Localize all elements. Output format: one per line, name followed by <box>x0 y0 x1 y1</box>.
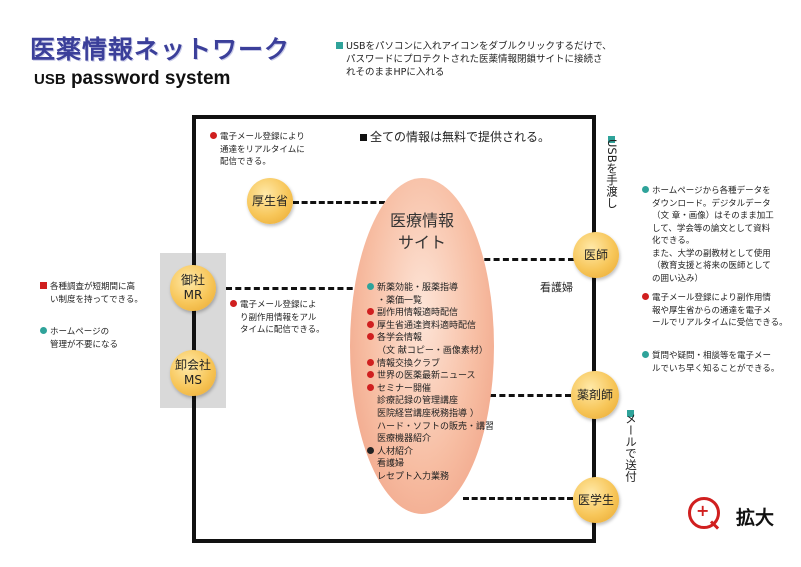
connector-mr <box>226 287 362 290</box>
page-subtitle: USB password system <box>34 68 230 90</box>
red-dot-bullet <box>210 132 217 139</box>
teal-dot-bullet <box>642 351 649 358</box>
connector-pharmacist <box>490 394 571 397</box>
red-dot-bullet <box>367 333 374 341</box>
red-dot-bullet <box>367 358 374 366</box>
site-list-item: レセプト入力業務 <box>377 471 450 482</box>
teal-square-bullet <box>336 42 343 49</box>
red-square-bullet <box>40 282 47 289</box>
connector-doctor <box>475 258 574 261</box>
subtitle-rest: password system <box>65 68 231 89</box>
magnify-label[interactable]: 拡大 <box>736 507 775 529</box>
usb-handover-label: USBを手渡し <box>605 139 619 209</box>
mail-send-marker <box>627 402 637 421</box>
site-list-item: 医療機器紹介 <box>377 434 432 445</box>
medical-info-site <box>350 178 494 514</box>
site-list-item: ・薬価一覧 <box>377 295 423 306</box>
email-note-top: 電子メール登録により 通達をリアルタイムに 配信できる。 <box>210 131 305 169</box>
site-list-item: 診療記録の管理講座 <box>377 396 459 407</box>
teal-square-bullet <box>608 136 615 143</box>
usb-handover-marker <box>608 128 618 147</box>
node-pharmacist: 薬剤師 <box>571 371 619 419</box>
site-list-item: 人材紹介 <box>367 446 494 459</box>
node-doctor: 医師 <box>573 232 619 278</box>
left-note-survey: 各種調査が短期間に高 い制度を持ってできる。 <box>40 281 143 306</box>
intro-line: パスワードにプロテクトされた医薬情報閉鎖サイトに接続さ <box>346 54 603 65</box>
node-student: 医学生 <box>573 477 619 523</box>
teal-dot-bullet <box>642 186 649 193</box>
black-dot-bullet <box>367 446 374 454</box>
right-note-email: 電子メール登録により副作用情 報や厚生省からの通達を電子メ ールでリアルタイムに… <box>642 292 788 330</box>
teal-dot-bullet <box>40 327 47 334</box>
intro-line: USBをパソコンに入れアイコンをダブルクリックするだけで、 <box>346 41 612 52</box>
site-list-item: 医院経営講座税務指導 ） <box>377 408 479 419</box>
intro-text: USBをパソコンに入れアイコンをダブルクリックするだけで、 パスワードにプロテク… <box>336 40 612 79</box>
site-list-item: 新薬効能・服薬指導 <box>367 282 494 295</box>
email-note-mid: 電子メール登録によ り副作用情報をアル タイムに配信できる。 <box>230 299 325 337</box>
connector-student <box>463 497 573 500</box>
site-list-item: ハード・ソフトの販売・講習 <box>377 421 495 432</box>
site-list-item: 副作用情報適時配信 <box>367 307 494 320</box>
site-title: 医療情報 サイト <box>389 211 454 252</box>
connector-kouseisho <box>293 201 385 204</box>
site-list-item: 情報交換クラブ <box>367 358 494 371</box>
zoom-in-icon[interactable]: + <box>688 497 720 529</box>
mail-send-label: メールで送付 <box>624 413 638 482</box>
free-info-note: 全ての情報は無料で提供される。 <box>360 128 550 145</box>
right-note-download: ホームページから各種データを ダウンロード。デジタルデータ （文 章・画像）はそ… <box>642 185 774 285</box>
site-list-item: 世界の医薬最新ニュース <box>367 370 494 383</box>
red-dot-bullet <box>367 371 374 379</box>
node-kouseisho: 厚生省 <box>247 178 293 224</box>
teal-dot-bullet <box>367 283 374 290</box>
site-list-item: 各学会情報 <box>367 332 494 345</box>
network-frame <box>192 115 596 543</box>
subtitle-usb: USB <box>34 71 66 88</box>
intro-line: れそのままHPに入れる <box>346 67 445 78</box>
black-square-bullet <box>360 134 367 141</box>
red-dot-bullet <box>367 308 374 316</box>
teal-square-bullet <box>627 410 634 417</box>
nurse-label: 看護婦 <box>540 281 573 294</box>
red-dot-bullet <box>367 383 374 391</box>
site-list-item: 看護婦 <box>377 459 405 470</box>
left-note-homepage: ホームページの 管理が不要になる <box>40 326 118 351</box>
site-list-item: セミナー開催 <box>367 383 494 396</box>
red-dot-bullet <box>367 320 374 328</box>
site-list-item: （文 献コピー・画像素材） <box>377 345 488 356</box>
red-dot-bullet <box>642 293 649 300</box>
site-list-item: 厚生省通達資料適時配信 <box>367 320 494 333</box>
page-title: 医薬情報ネットワーク <box>30 35 291 64</box>
right-note-questions: 質問や疑問・相談等を電子メー ルでいち早く知ることができる。 <box>642 350 779 375</box>
site-service-list: 新薬効能・服薬指導・薬価一覧副作用情報適時配信厚生省通達資料適時配信各学会情報（… <box>367 282 494 484</box>
red-dot-bullet <box>230 300 237 307</box>
